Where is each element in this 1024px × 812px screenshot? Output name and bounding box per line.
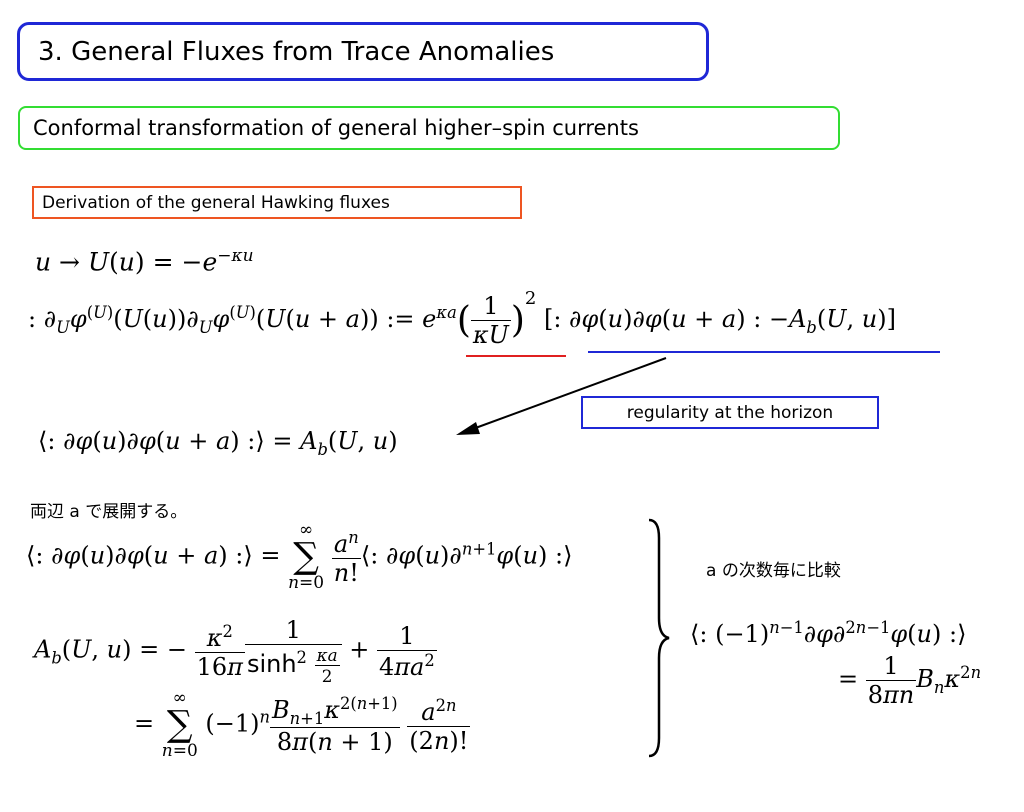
equation-expectation: ⟨: ∂φ(u)∂φ(u + a) :⟩ = Ab(U, u) — [38, 427, 398, 459]
arrow-line — [469, 357, 667, 431]
compare-note: a の次数毎に比較 — [706, 561, 841, 581]
slide-title-box: 3. General Fluxes from Trace Anomalies — [17, 22, 709, 81]
derivation-label: Derivation of the general Hawking fluxes — [42, 192, 390, 213]
subtitle-text: Conformal transformation of general high… — [33, 116, 639, 140]
arrow-head — [456, 422, 480, 435]
subtitle-box: Conformal transformation of general high… — [18, 106, 840, 150]
regularity-box: regularity at the horizon — [581, 396, 879, 429]
right-brace — [648, 518, 670, 758]
slide-title: 3. General Fluxes from Trace Anomalies — [38, 36, 555, 67]
equation-coordinate-map: u → U(u) = −e−κu — [35, 246, 254, 277]
equation-result-correlator: ⟨: (−1)n−1∂φ∂2n−1φ(u) :⟩ — [690, 618, 967, 648]
expand-note: 両辺 a で展開する。 — [30, 502, 188, 522]
regularity-label: regularity at the horizon — [626, 402, 834, 423]
derivation-box: Derivation of the general Hawking fluxes — [32, 186, 522, 219]
